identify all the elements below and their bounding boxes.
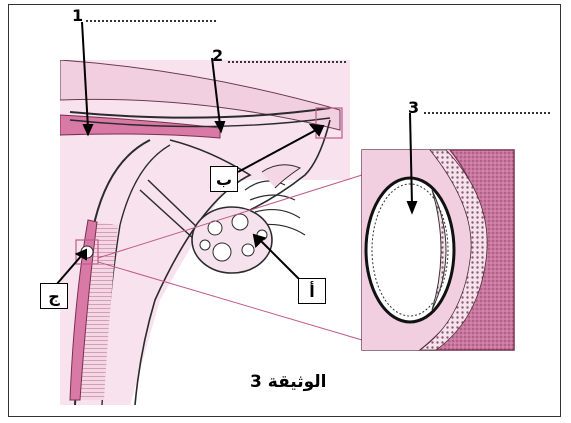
label-3: 3 xyxy=(408,100,419,116)
document-caption: الوثيقة 3 xyxy=(250,372,327,392)
letter-box-c: ج xyxy=(40,283,68,309)
arrow-a xyxy=(260,240,302,282)
label-2: 2 xyxy=(212,48,223,64)
letter-box-a: أ xyxy=(298,278,326,304)
answer-line-2[interactable] xyxy=(228,61,346,63)
label-1: 1 xyxy=(72,8,83,24)
answer-line-3[interactable] xyxy=(424,112,550,114)
zoom-panel xyxy=(362,150,514,350)
letter-box-b: ب xyxy=(210,166,238,192)
answer-line-1[interactable] xyxy=(86,20,216,22)
